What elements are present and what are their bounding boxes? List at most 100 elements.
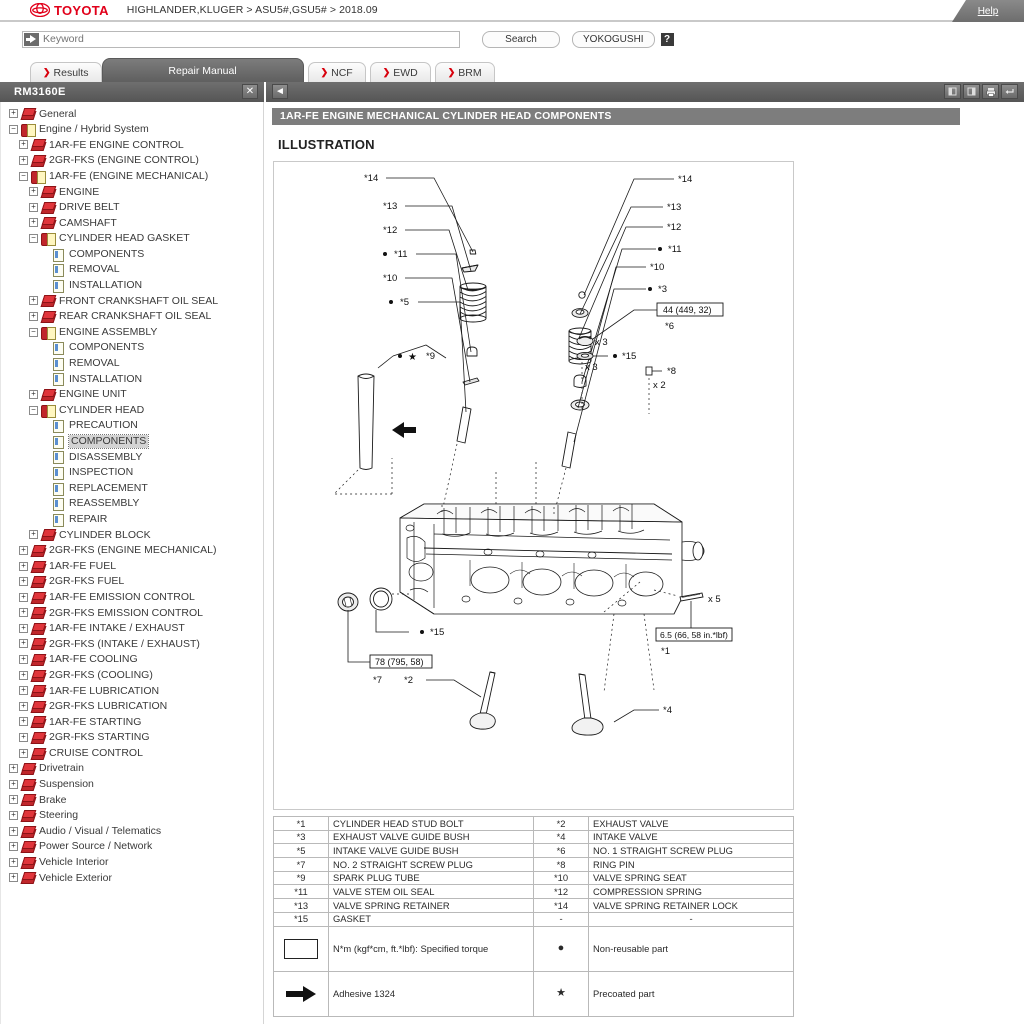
tab-repair-manual[interactable]: Repair Manual	[101, 58, 304, 82]
navigation-sidebar[interactable]: +General−Engine / Hybrid System+1AR-FE E…	[0, 102, 264, 1024]
sidebar-item-disassembly[interactable]: DISASSEMBLY	[1, 449, 263, 465]
sidebar-item-engine-assembly[interactable]: −ENGINE ASSEMBLY	[1, 324, 263, 340]
tab-ncf[interactable]: ❯ NCF	[307, 62, 366, 82]
sidebar-item-2gr-fks-engine-mechanical[interactable]: +2GR-FKS (ENGINE MECHANICAL)	[1, 543, 263, 559]
sidebar-item-1ar-fe-intake-exhaust[interactable]: +1AR-FE INTAKE / EXHAUST	[1, 621, 263, 637]
sidebar-item-repair[interactable]: REPAIR	[1, 511, 263, 527]
expand-icon[interactable]: +	[9, 795, 18, 805]
sidebar-item-power-source-network[interactable]: +Power Source / Network	[1, 839, 263, 855]
print-icon[interactable]	[982, 84, 999, 99]
expand-icon[interactable]: +	[9, 811, 18, 821]
sidebar-item-2gr-fks-lubrication[interactable]: +2GR-FKS LUBRICATION	[1, 699, 263, 715]
sidebar-item-1ar-fe-fuel[interactable]: +1AR-FE FUEL	[1, 558, 263, 574]
sidebar-item-installation[interactable]: INSTALLATION	[1, 278, 263, 294]
sidebar-item-1ar-fe-starting[interactable]: +1AR-FE STARTING	[1, 714, 263, 730]
collapse-icon[interactable]: −	[19, 171, 28, 181]
sidebar-item-cylinder-head-gasket[interactable]: −CYLINDER HEAD GASKET	[1, 231, 263, 247]
expand-icon[interactable]: +	[19, 561, 28, 571]
sidebar-item-installation[interactable]: INSTALLATION	[1, 371, 263, 387]
collapse-icon[interactable]: −	[29, 327, 38, 337]
tab-brm[interactable]: ❯ BRM	[434, 62, 495, 82]
sidebar-item-vehicle-interior[interactable]: +Vehicle Interior	[1, 855, 263, 871]
expand-icon[interactable]: +	[19, 639, 28, 649]
sidebar-item-1ar-fe-emission-control[interactable]: +1AR-FE EMISSION CONTROL	[1, 589, 263, 605]
enter-arrow-icon[interactable]	[24, 32, 39, 46]
expand-icon[interactable]: +	[19, 717, 28, 727]
sidebar-item-2gr-fks-cooling[interactable]: +2GR-FKS (COOLING)	[1, 667, 263, 683]
sidebar-item-2gr-fks-starting[interactable]: +2GR-FKS STARTING	[1, 730, 263, 746]
expand-icon[interactable]: +	[29, 296, 38, 306]
help-button[interactable]: Help	[952, 0, 1024, 22]
sidebar-item-reassembly[interactable]: REASSEMBLY	[1, 496, 263, 512]
expand-icon[interactable]: +	[9, 857, 18, 867]
expand-icon[interactable]: +	[19, 701, 28, 711]
expand-icon[interactable]: +	[29, 389, 38, 399]
sidebar-item-2gr-fks-fuel[interactable]: +2GR-FKS FUEL	[1, 574, 263, 590]
expand-icon[interactable]: +	[9, 779, 18, 789]
sidebar-item-removal[interactable]: REMOVAL	[1, 262, 263, 278]
collapse-left-icon[interactable]: ◄	[272, 84, 288, 99]
sidebar-item-cylinder-block[interactable]: +CYLINDER BLOCK	[1, 527, 263, 543]
sidebar-item-1ar-fe-engine-control[interactable]: +1AR-FE ENGINE CONTROL	[1, 137, 263, 153]
collapse-icon[interactable]: −	[9, 124, 18, 134]
sidebar-item-cruise-control[interactable]: +CRUISE CONTROL	[1, 745, 263, 761]
expand-icon[interactable]: +	[29, 312, 38, 322]
sidebar-item-2gr-fks-engine-control[interactable]: +2GR-FKS (ENGINE CONTROL)	[1, 153, 263, 169]
expand-icon[interactable]: +	[29, 202, 38, 212]
sidebar-item-1ar-fe-engine-mechanical[interactable]: −1AR-FE (ENGINE MECHANICAL)	[1, 168, 263, 184]
sidebar-item-2gr-fks-emission-control[interactable]: +2GR-FKS EMISSION CONTROL	[1, 605, 263, 621]
expand-icon[interactable]: +	[9, 109, 18, 119]
sidebar-item-vehicle-exterior[interactable]: +Vehicle Exterior	[1, 870, 263, 886]
sidebar-item-1ar-fe-cooling[interactable]: +1AR-FE COOLING	[1, 652, 263, 668]
expand-icon[interactable]: +	[19, 156, 28, 166]
sidebar-item-front-crankshaft-oil-seal[interactable]: +FRONT CRANKSHAFT OIL SEAL	[1, 293, 263, 309]
pane-left-icon[interactable]	[944, 84, 961, 99]
expand-icon[interactable]: +	[19, 623, 28, 633]
sidebar-item-precaution[interactable]: PRECAUTION	[1, 418, 263, 434]
sidebar-item-components[interactable]: COMPONENTS	[1, 246, 263, 262]
expand-icon[interactable]: +	[19, 748, 28, 758]
help-question-icon[interactable]: ?	[660, 32, 674, 46]
sidebar-item-brake[interactable]: +Brake	[1, 792, 263, 808]
sidebar-item-cylinder-head[interactable]: −CYLINDER HEAD	[1, 402, 263, 418]
expand-icon[interactable]: +	[9, 826, 18, 836]
expand-icon[interactable]: +	[19, 592, 28, 602]
expand-icon[interactable]: +	[29, 530, 38, 540]
sidebar-item-2gr-fks-intake-exhaust[interactable]: +2GR-FKS (INTAKE / EXHAUST)	[1, 636, 263, 652]
tab-results[interactable]: ❯ Results	[30, 62, 102, 82]
sidebar-item-engine[interactable]: +ENGINE	[1, 184, 263, 200]
sidebar-item-rear-crankshaft-oil-seal[interactable]: +REAR CRANKSHAFT OIL SEAL	[1, 309, 263, 325]
close-icon[interactable]: ✕	[242, 84, 258, 99]
sidebar-item-removal[interactable]: REMOVAL	[1, 356, 263, 372]
search-input[interactable]	[39, 32, 439, 46]
sidebar-item-components[interactable]: COMPONENTS	[1, 433, 263, 449]
collapse-icon[interactable]: −	[29, 234, 38, 244]
return-icon[interactable]	[1001, 84, 1018, 99]
sidebar-item-camshaft[interactable]: +CAMSHAFT	[1, 215, 263, 231]
expand-icon[interactable]: +	[19, 670, 28, 680]
expand-icon[interactable]: +	[9, 764, 18, 774]
expand-icon[interactable]: +	[19, 545, 28, 555]
expand-icon[interactable]: +	[19, 608, 28, 618]
sidebar-item-general[interactable]: +General	[1, 106, 263, 122]
yokogushi-button[interactable]: YOKOGUSHI	[572, 30, 655, 48]
tab-ewd[interactable]: ❯ EWD	[369, 62, 431, 82]
sidebar-item-engine-unit[interactable]: +ENGINE UNIT	[1, 387, 263, 403]
sidebar-item-drive-belt[interactable]: +DRIVE BELT	[1, 200, 263, 216]
expand-icon[interactable]: +	[9, 842, 18, 852]
sidebar-item-engine-hybrid-system[interactable]: −Engine / Hybrid System	[1, 122, 263, 138]
sidebar-item-1ar-fe-lubrication[interactable]: +1AR-FE LUBRICATION	[1, 683, 263, 699]
search-button[interactable]: Search	[482, 30, 560, 48]
expand-icon[interactable]: +	[29, 187, 38, 197]
expand-icon[interactable]: +	[19, 733, 28, 743]
sidebar-item-steering[interactable]: +Steering	[1, 808, 263, 824]
expand-icon[interactable]: +	[19, 577, 28, 587]
expand-icon[interactable]: +	[29, 218, 38, 228]
collapse-icon[interactable]: −	[29, 405, 38, 415]
sidebar-item-audio-visual-telematics[interactable]: +Audio / Visual / Telematics	[1, 823, 263, 839]
expand-icon[interactable]: +	[19, 655, 28, 665]
sidebar-item-components[interactable]: COMPONENTS	[1, 340, 263, 356]
sidebar-item-drivetrain[interactable]: +Drivetrain	[1, 761, 263, 777]
expand-icon[interactable]: +	[19, 140, 28, 150]
expand-icon[interactable]: +	[19, 686, 28, 696]
